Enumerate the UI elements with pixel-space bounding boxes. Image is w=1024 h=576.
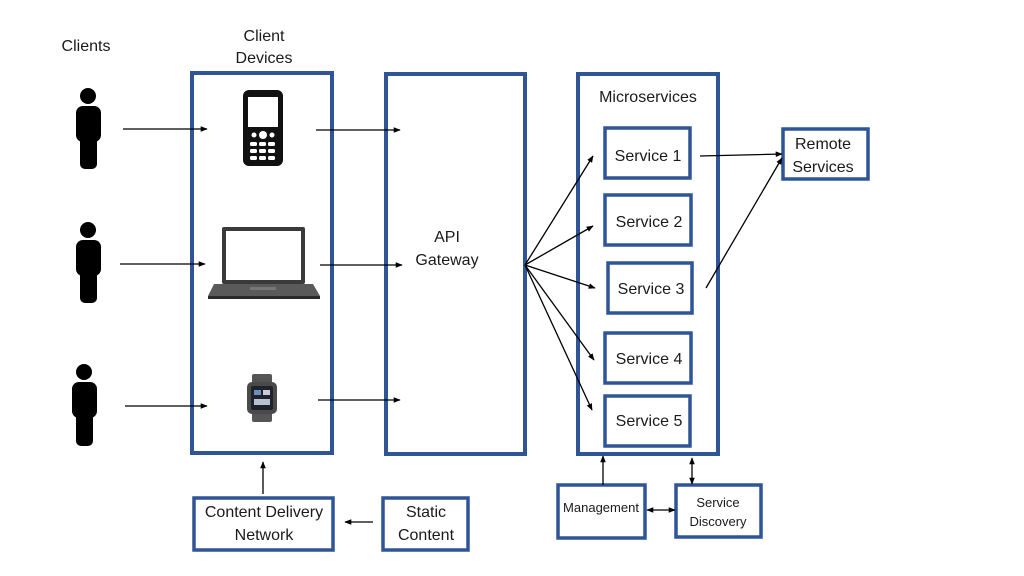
static-content-label-line1: Static [406,504,446,521]
service-discovery-box [674,483,763,539]
service-1-label: Service 1 [615,148,682,165]
management-label: Management [563,500,639,515]
client-devices-label-line2: Devices [236,50,293,67]
service-2-label: Service 2 [616,214,683,231]
remote-services-label-line1: Remote [795,136,851,153]
cdn-label-line2: Network [235,527,295,544]
person-icon [76,88,101,169]
service-4-label: Service 4 [616,351,683,368]
api-gateway-label-line2: Gateway [415,252,478,269]
arrow [524,264,593,411]
person-icon [76,222,101,303]
service-4-box [603,331,693,385]
service-3-label: Service 3 [618,281,685,298]
laptop-icon [208,227,320,299]
cdn-label-line1: Content Delivery [205,504,323,521]
service-2-box [603,193,693,247]
service-5-box [603,394,692,448]
mobile-phone-icon [243,90,283,166]
arrow [705,157,783,289]
service-5-label: Service 5 [616,413,683,430]
person-icon [72,364,97,446]
arrow [699,151,783,157]
arrow [524,264,596,289]
service-discovery-label-line2: Discovery [689,514,747,529]
clients-label: Clients [62,38,111,55]
api-gateway-label-line1: API [434,229,460,246]
static-content-label-line2: Content [398,527,455,544]
smartwatch-icon [247,374,277,422]
static-content-box [381,496,470,552]
management-box [556,483,647,540]
client-devices-box [190,71,334,455]
client-devices-label-line1: Client [244,28,285,45]
service-3-box [606,261,694,315]
cdn-box [192,496,335,552]
remote-services-label-line2: Services [792,159,853,176]
arrow [524,155,594,266]
service-1-box [603,126,692,180]
microservices-box [576,72,720,456]
arrow [524,264,595,361]
arrow [524,225,594,266]
remote-services-box [781,127,870,181]
microservices-label: Microservices [599,89,697,106]
service-discovery-label-line1: Service [696,495,739,510]
